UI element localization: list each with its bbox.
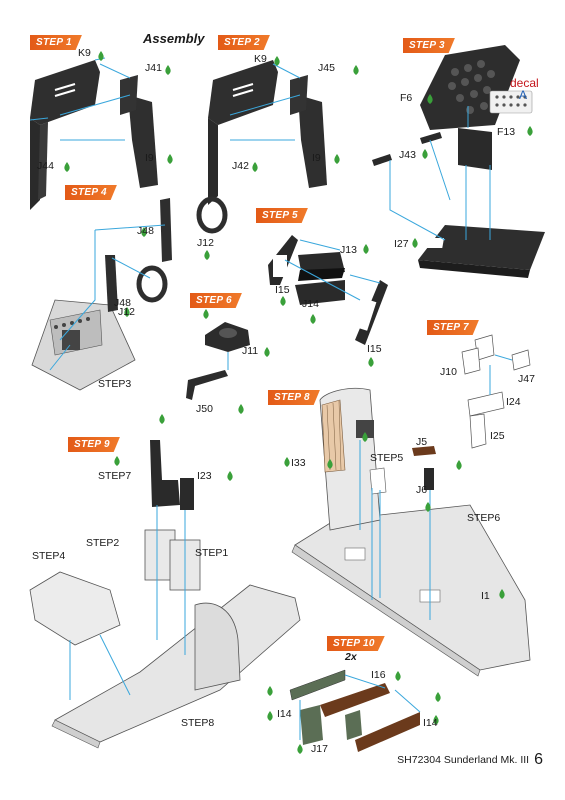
page-footer: SH72304 Sunderland Mk. III 6: [397, 751, 543, 769]
part-label: I23: [197, 470, 212, 482]
part-label: I9: [312, 152, 321, 164]
part-label: J42: [232, 160, 249, 172]
step-5-badge: STEP 5: [256, 208, 308, 223]
part-label: I14: [423, 717, 438, 729]
step-3-badge: STEP 3: [403, 38, 455, 53]
part-label: I1: [481, 590, 490, 602]
part-label: I15: [275, 284, 290, 296]
part-label: J11: [242, 345, 259, 357]
part-label: J13: [340, 244, 357, 256]
part-label: J44: [37, 160, 54, 172]
part-label: J50: [196, 403, 213, 415]
part-label: I14: [277, 708, 292, 720]
multiplier-label: 2x: [345, 651, 357, 663]
part-label: F13: [497, 126, 516, 138]
part-label: J6: [416, 484, 428, 496]
part-label: J48: [114, 297, 131, 309]
page-title: Assembly: [143, 31, 205, 46]
step-ref: STEP1: [195, 547, 229, 559]
step6-drawing: [186, 322, 250, 400]
step5-drawing: [268, 235, 388, 345]
part-label: J45: [318, 62, 335, 74]
part-label: I24: [506, 396, 521, 408]
part-label: J12: [197, 237, 214, 249]
step-4-badge: STEP 4: [65, 185, 117, 200]
step-ref: STEP2: [86, 537, 120, 549]
step8-drawing: [291, 387, 531, 677]
part-label: I27: [394, 238, 409, 250]
step-ref: STEP6: [467, 512, 501, 524]
step-10-badge: STEP 10: [327, 636, 385, 651]
step-1-badge: STEP 1: [30, 35, 82, 50]
decal-letter: A: [519, 88, 528, 102]
part-label: J12: [118, 306, 135, 318]
part-label: J14: [302, 298, 319, 310]
step-ref: STEP5: [370, 452, 404, 464]
part-label: J43: [399, 149, 416, 161]
part-label: J17: [311, 743, 328, 755]
step-9-badge: STEP 9: [68, 437, 120, 452]
step3-drawing: [372, 45, 545, 278]
step1-drawing: [29, 57, 158, 210]
part-label: I25: [490, 430, 505, 442]
part-label: J41: [145, 62, 162, 74]
step2-drawing: [208, 60, 327, 205]
step-ref: STEP8: [181, 717, 215, 729]
part-label: I16: [371, 669, 386, 681]
part-label: J48: [137, 225, 154, 237]
part-label: F6: [400, 92, 413, 104]
step-8-badge: STEP 8: [268, 390, 320, 405]
step-7-badge: STEP 7: [427, 320, 479, 335]
step-ref: STEP3: [98, 378, 132, 390]
part-label: J47: [518, 373, 535, 385]
step10-drawing: [289, 669, 421, 752]
step4-drawing: [31, 196, 228, 391]
part-label: I15: [367, 343, 382, 355]
step-ref: STEP7: [98, 470, 132, 482]
part-label: K9: [78, 47, 91, 59]
part-label: J5: [416, 436, 428, 448]
part-label: K9: [254, 53, 267, 65]
part-label: I9: [145, 152, 154, 164]
step-2-badge: STEP 2: [218, 35, 270, 50]
step-6-badge: STEP 6: [190, 293, 242, 308]
decal-label: decal: [510, 76, 539, 90]
page-number: 6: [534, 751, 543, 768]
step7-drawing: [461, 334, 531, 449]
step-ref: STEP4: [32, 550, 66, 562]
part-label: J10: [440, 366, 457, 378]
part-label: I33: [291, 457, 306, 469]
step9-drawing: [29, 440, 301, 749]
model-name: SH72304 Sunderland Mk. III: [397, 754, 530, 766]
